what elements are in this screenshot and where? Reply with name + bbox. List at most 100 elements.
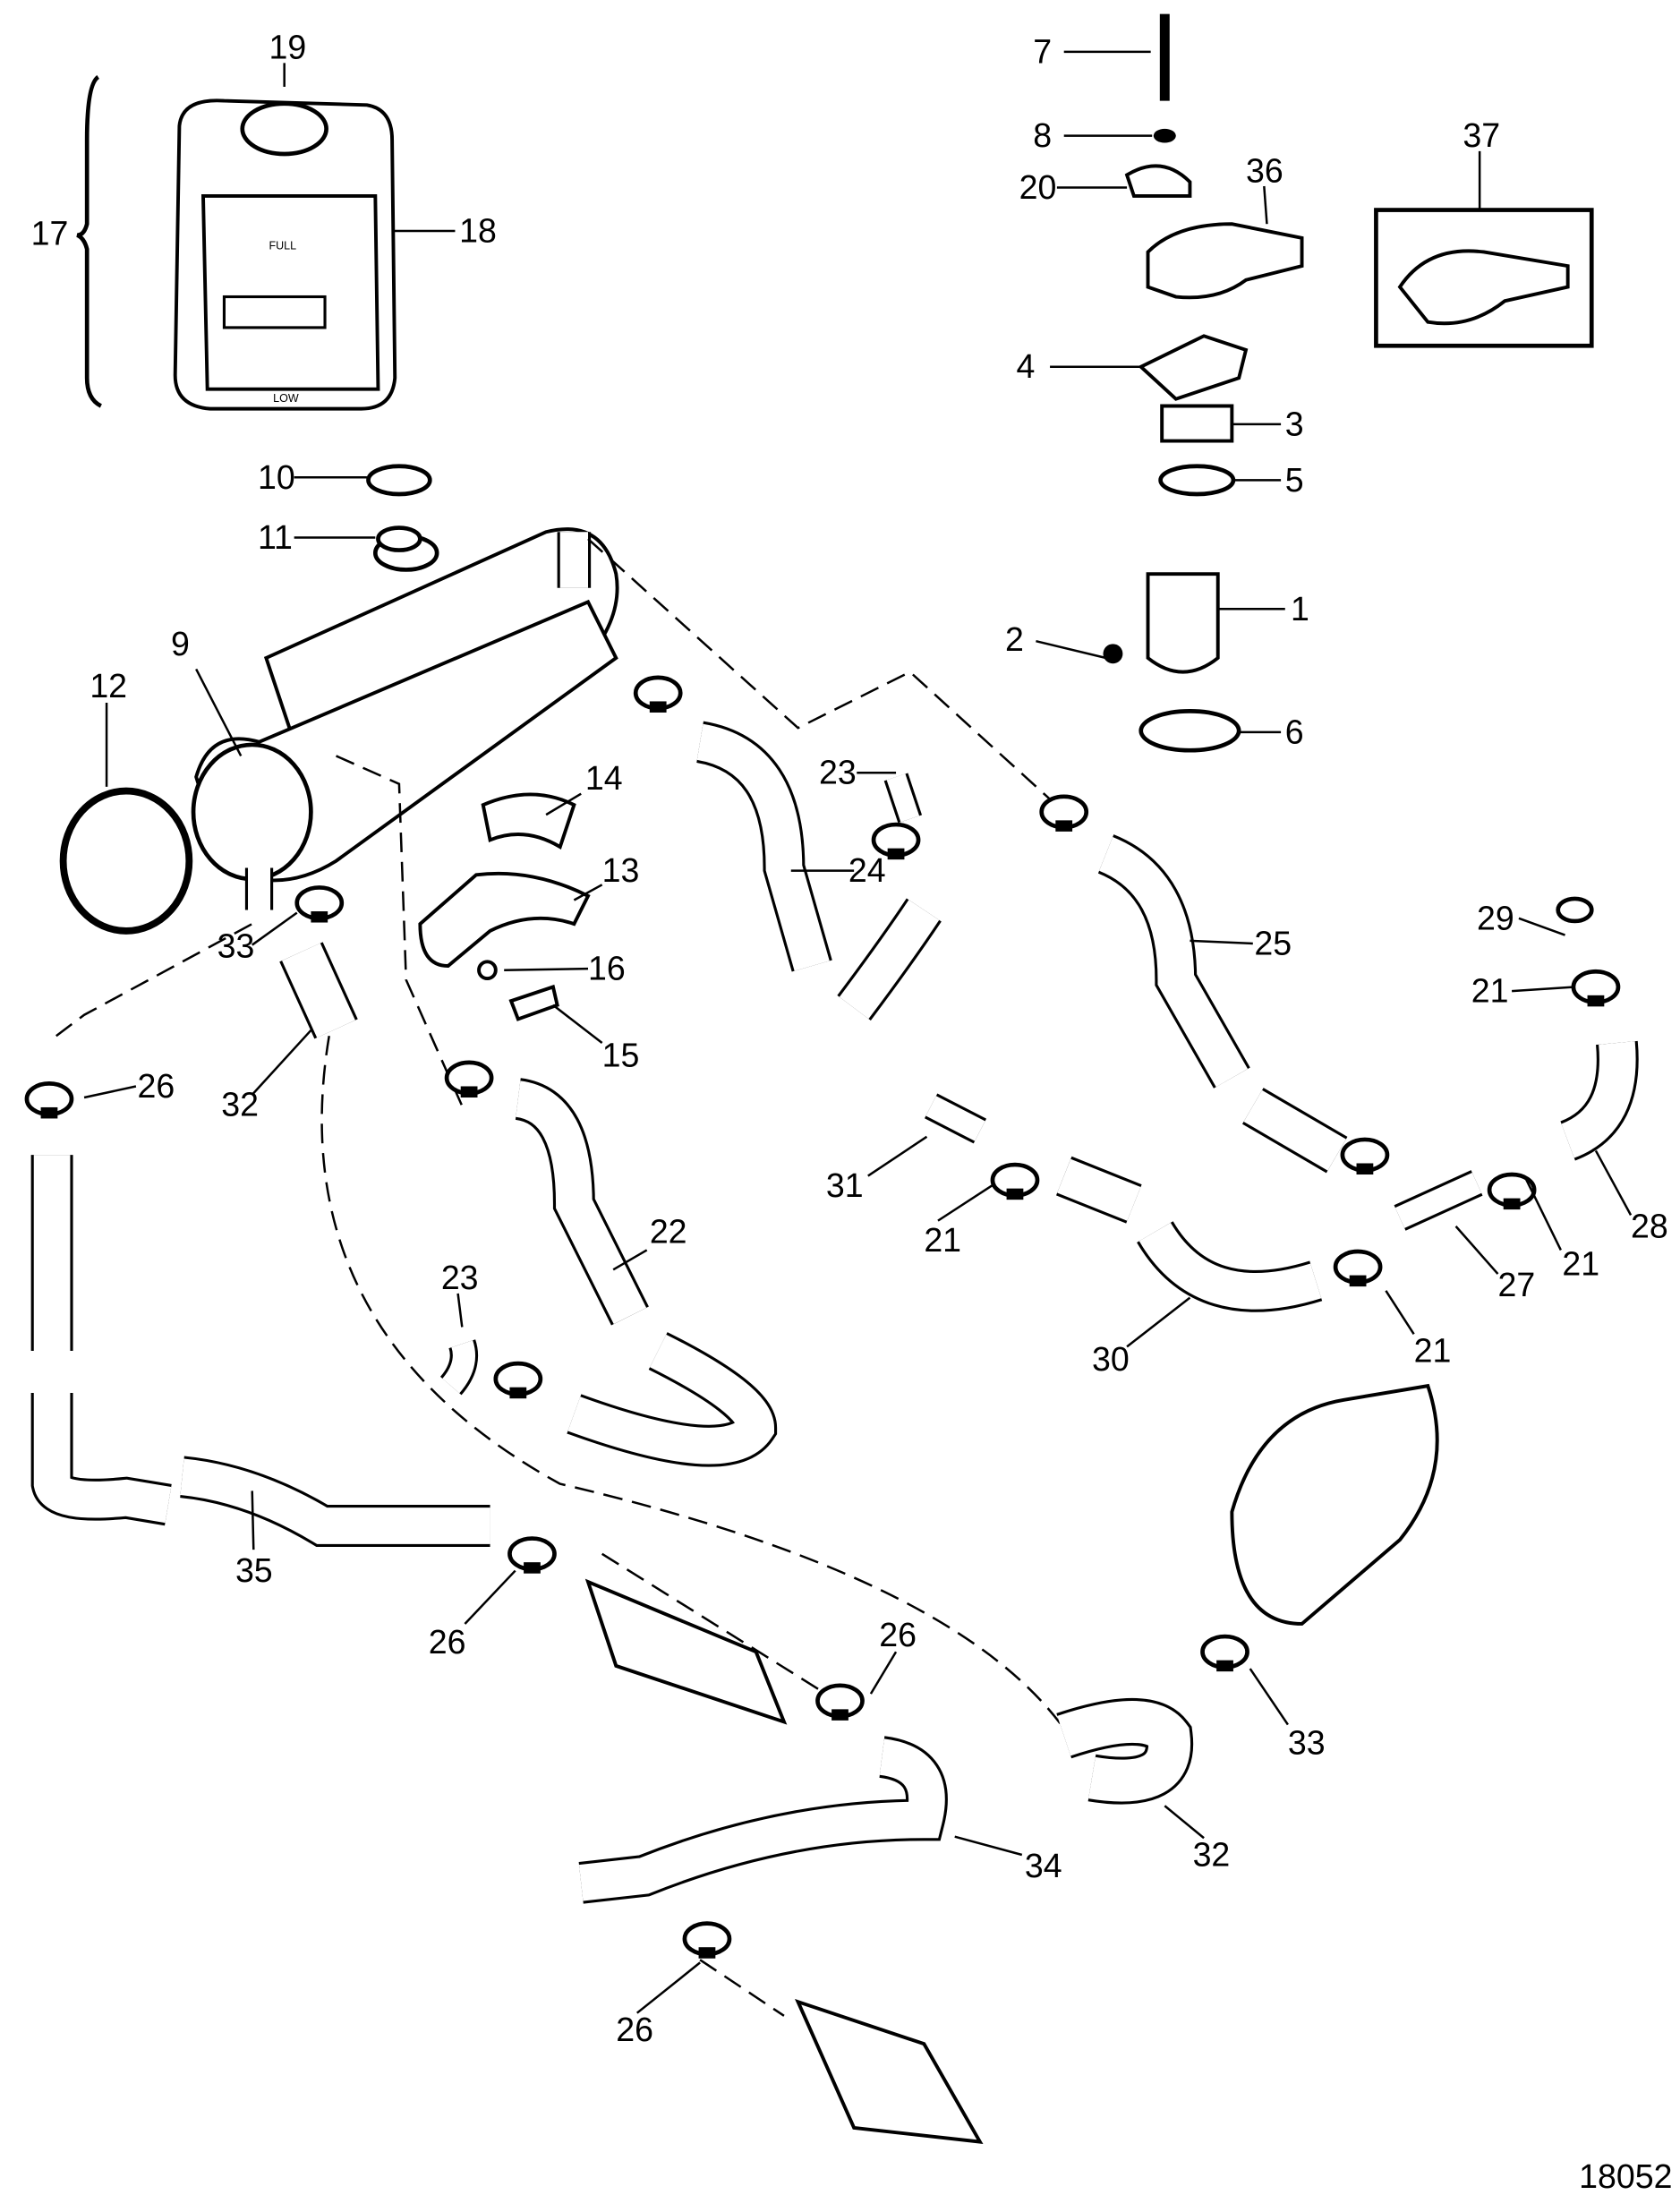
leader-line [1454,1226,1499,1275]
sleeve-32 [282,943,355,1038]
thermostat-cover-36 [1146,222,1304,300]
hose-clamp-screw [509,1387,527,1399]
leader-line [1385,1290,1415,1335]
callout-36: 36 [1246,151,1283,225]
callout-number: 26 [137,1067,175,1105]
thermostat-housing-1 [1146,572,1220,674]
callout-number: 21 [924,1221,961,1259]
callout-28: 28 [1594,1149,1668,1244]
callout-10: 10 [258,458,367,496]
tee-27 [1394,1173,1482,1228]
callout-22: 22 [612,1213,687,1271]
hose-25b [1243,1089,1346,1171]
callout-17: 17 [31,215,69,252]
hose-clamp-screw [311,911,328,923]
callout-number: 9 [171,625,190,662]
callout-number: 33 [217,927,255,965]
leader-line [1164,1805,1205,1840]
hose-clamp-12 [59,787,193,935]
hose-clamp-screw [698,1947,716,1959]
callout-15: 15 [552,1004,640,1074]
leader-line [573,884,603,901]
strap-14 [481,792,576,850]
hose-clamp-screw [40,1106,58,1119]
callout-number: 15 [602,1037,640,1074]
callout-number: 12 [90,667,127,705]
hose-25 [1098,837,1249,1088]
callout-number: 24 [849,851,886,889]
callout-number: 33 [1288,1723,1326,1761]
callout-number: 37 [1463,116,1500,154]
callout-35: 35 [235,1490,273,1589]
figure-number: 18052 [1579,2157,1672,2195]
callout-18: 18 [392,212,497,250]
hose-22b [567,1334,775,1465]
seal-11 [376,525,422,552]
callout-number: 34 [1025,1847,1062,1884]
leader-line [1524,1178,1562,1251]
callout-21: 21 [1385,1290,1451,1370]
callout-31: 31 [826,1135,928,1204]
callout-26: 26 [616,1961,701,2048]
callout-number: 17 [31,215,69,252]
hose-clamp-screw [1349,1275,1367,1287]
sleeve-3 [1160,404,1234,443]
leader-line [1190,939,1253,945]
hose-clamp-screw [1006,1188,1024,1200]
callout-number: 26 [879,1616,917,1653]
callout-number: 27 [1497,1266,1535,1303]
callout-number: 31 [826,1166,864,1204]
leader-line [867,1135,928,1177]
hose-clamp-screw [649,701,667,713]
tank-decal [222,295,327,329]
callout-number: 28 [1631,1207,1668,1244]
hose-34 [578,1738,945,1901]
leader-line [954,1835,1023,1857]
elbow-23 [441,1340,475,1394]
callout-21: 21 [1524,1178,1599,1283]
callout-number: 25 [1254,924,1292,961]
callout-number: 35 [235,1551,273,1589]
callout-16: 16 [504,950,626,987]
hose-clamp-screw [1587,995,1605,1007]
callout-number: 26 [429,1623,466,1661]
leader-line [937,1183,995,1222]
callout-26: 26 [429,1569,516,1661]
callout-number: 26 [616,2011,653,2048]
callout-30: 30 [1092,1296,1191,1378]
washer-16 [477,960,498,981]
callout-number: 16 [588,950,626,987]
gasket-6 [1138,709,1241,753]
leader-line [1512,986,1575,993]
leader-line [1263,185,1268,225]
callout-13: 13 [573,851,640,901]
fitting-31 [925,1096,985,1141]
hose-30a [1057,1158,1141,1221]
leader-line [1126,1296,1191,1348]
callout-33: 33 [217,911,298,965]
callout-number: 13 [602,851,640,889]
leader-line [1594,1149,1633,1216]
gasket-4 [1138,334,1249,401]
leader-line [195,668,243,757]
callout-24: 24 [790,851,886,889]
hose-clamp-screw [1356,1163,1374,1175]
callout-number: 8 [1033,116,1052,154]
tank-label-panel [200,193,380,391]
route-26 [55,922,253,1038]
screw-15 [508,984,559,1021]
washer-8 [1153,128,1176,143]
callout-number: 36 [1246,151,1283,189]
callout-9: 9 [171,625,243,757]
leader-line [464,1569,516,1625]
elbow-29 [1556,896,1594,924]
hose-30 [1138,1222,1322,1310]
callout-number: 1 [1291,590,1309,628]
hose-clamp-screw [887,848,905,860]
callout-26: 26 [83,1067,175,1105]
parts-drawings [24,13,1639,2144]
hose-clamp-screw [831,1709,849,1721]
hose-28 [1560,1041,1636,1158]
leader-line [251,1029,312,1096]
callout-2: 2 [1005,620,1106,660]
